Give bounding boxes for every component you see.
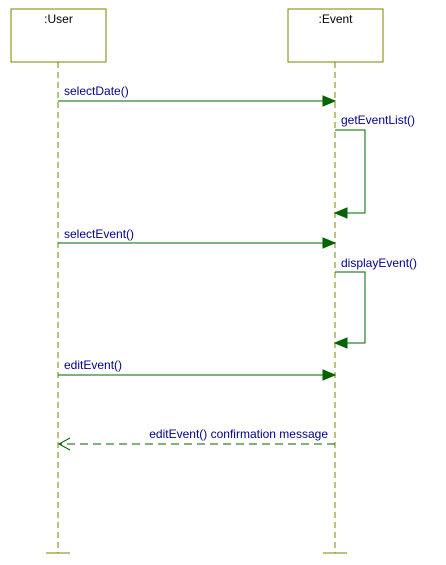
- participant-event-box[interactable]: [287, 8, 384, 63]
- participant-event-label: :Event: [318, 12, 353, 26]
- message-select-event-arrowhead: [322, 237, 337, 249]
- message-select-event-label: selectEvent(): [64, 227, 134, 241]
- message-edit-event[interactable]: editEvent(): [58, 358, 337, 381]
- message-confirmation[interactable]: editEvent() confirmation message: [57, 427, 335, 451]
- message-get-event-list[interactable]: getEventList(): [333, 113, 415, 219]
- message-select-date-arrowhead: [322, 95, 337, 107]
- message-select-date-label: selectDate(): [64, 84, 129, 98]
- message-display-event-line: [335, 271, 366, 344]
- message-display-event-arrowhead: [333, 337, 348, 349]
- participant-user-label: :User: [44, 12, 73, 26]
- message-get-event-list-line: [335, 129, 366, 214]
- message-confirmation-label: editEvent() confirmation message: [149, 427, 328, 441]
- message-edit-event-arrowhead: [322, 369, 337, 381]
- message-display-event[interactable]: displayEvent(): [333, 256, 417, 349]
- message-confirmation-arrowhead: [57, 437, 71, 451]
- message-select-date[interactable]: selectDate(): [58, 84, 337, 107]
- message-get-event-list-label: getEventList(): [341, 113, 415, 127]
- message-display-event-label: displayEvent(): [341, 256, 417, 270]
- message-edit-event-label: editEvent(): [64, 358, 122, 372]
- message-get-event-list-arrowhead: [333, 207, 348, 219]
- message-select-event[interactable]: selectEvent(): [58, 227, 337, 249]
- participant-user-box[interactable]: [10, 8, 107, 63]
- participant-event[interactable]: :Event: [287, 8, 384, 63]
- participant-user[interactable]: :User: [10, 8, 107, 63]
